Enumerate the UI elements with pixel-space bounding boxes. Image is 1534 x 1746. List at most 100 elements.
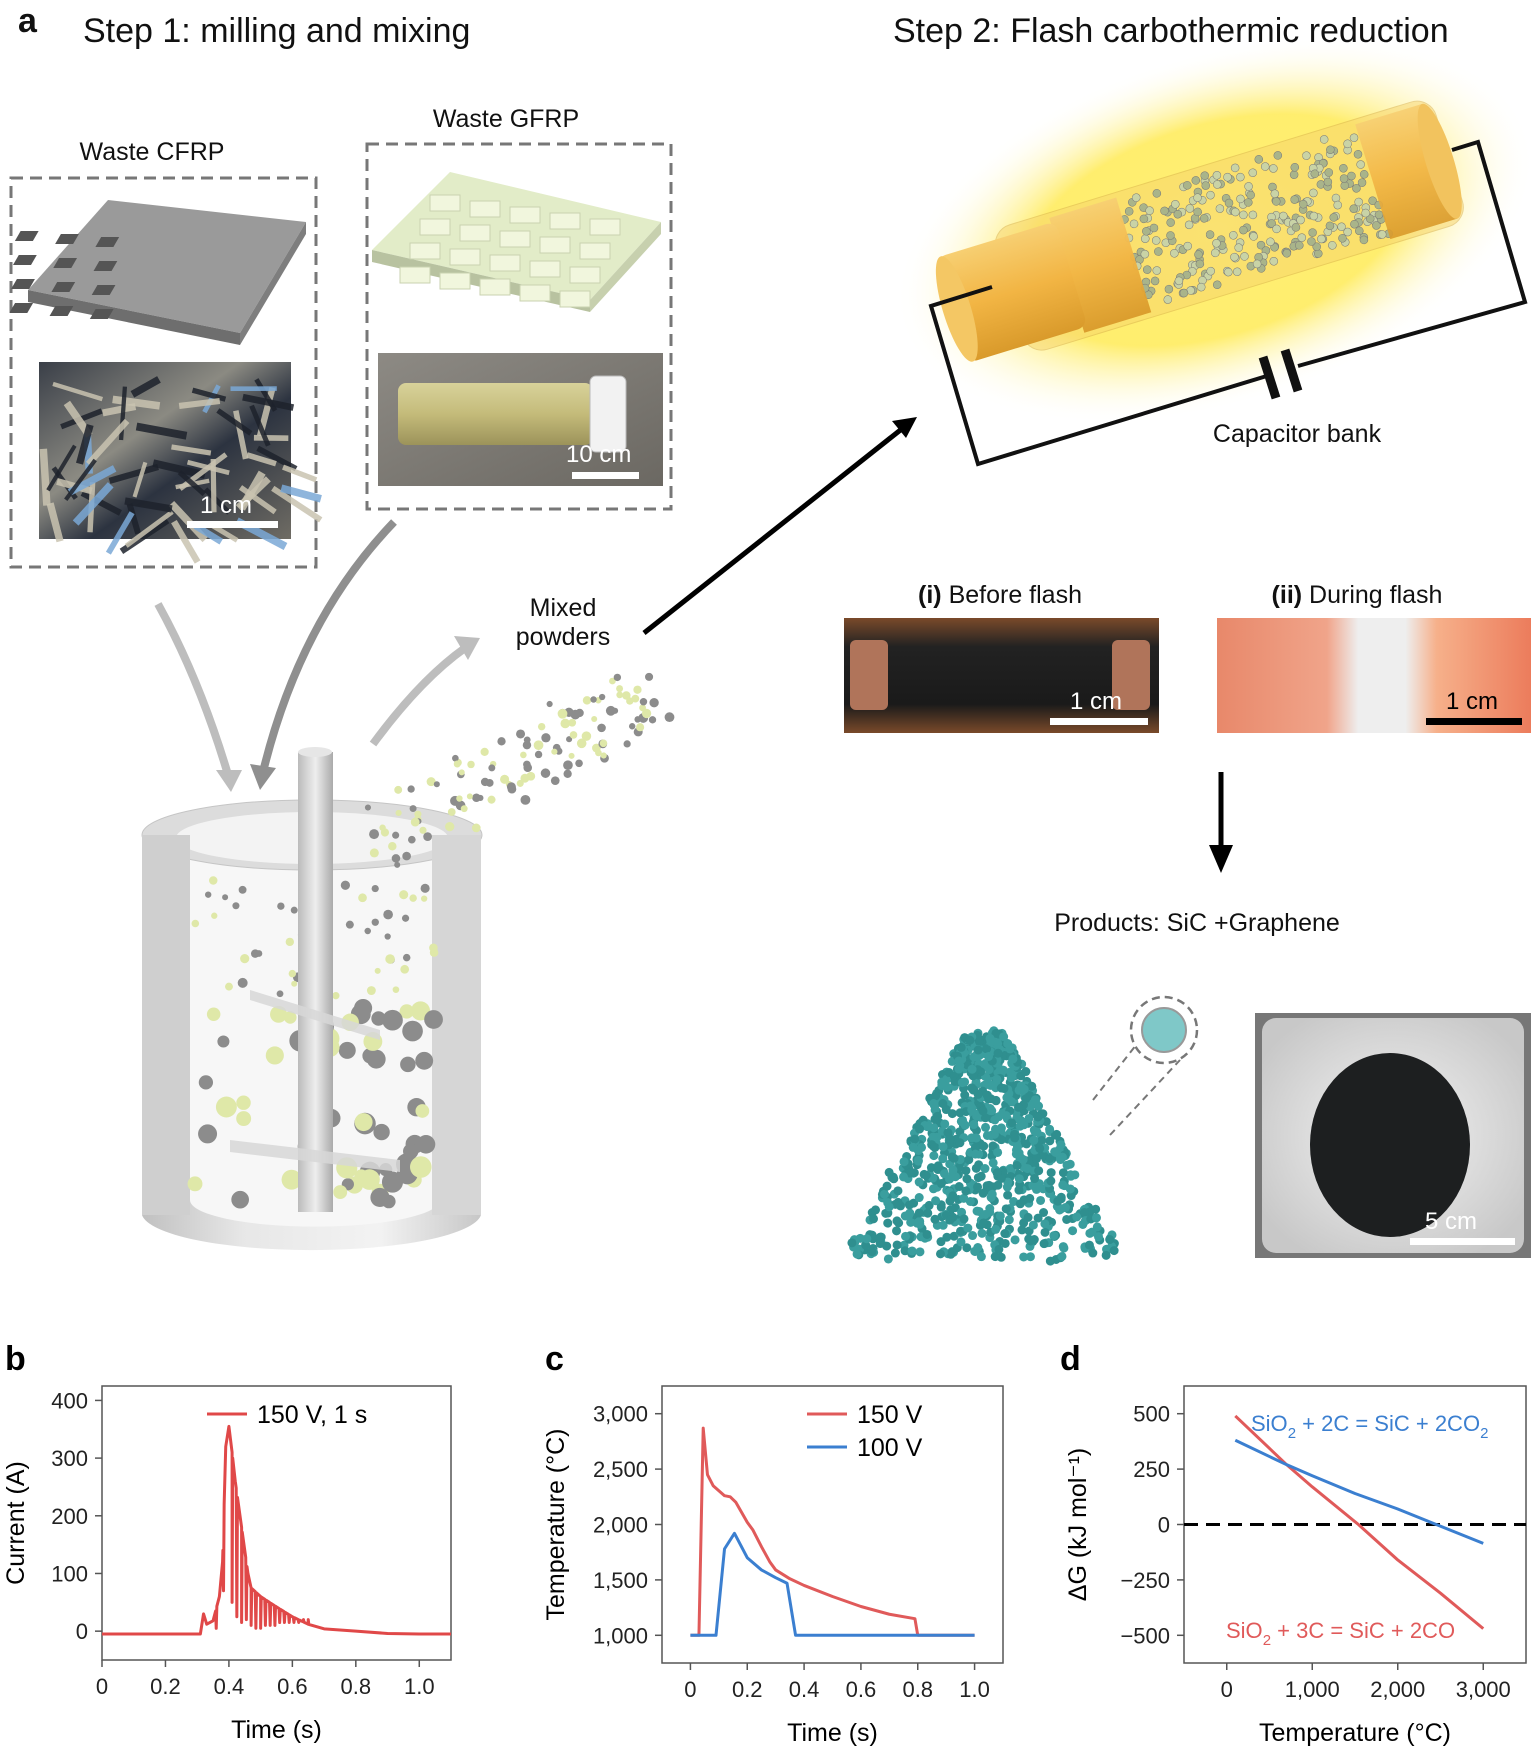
reactor-particle — [1249, 232, 1258, 241]
sic-particle — [996, 1173, 1006, 1183]
sic-particle — [1062, 1214, 1072, 1224]
sic-particle — [1031, 1154, 1041, 1164]
powder-particle — [551, 748, 558, 755]
cfrp-fiber-shards — [39, 376, 323, 564]
sic-particle — [913, 1156, 923, 1166]
sic-particle — [915, 1219, 925, 1229]
during-flash-scale-label: 1 cm — [1446, 688, 1499, 715]
powder-particle — [206, 1007, 221, 1022]
reactor-particle — [1150, 276, 1160, 286]
before-flash-label: (i) Before flash — [918, 581, 1082, 610]
sic-particle — [962, 1243, 972, 1253]
capacitor-plate — [1258, 355, 1281, 400]
weave-tile — [459, 224, 491, 242]
powder-particle — [641, 708, 652, 719]
sic-particle — [1060, 1203, 1070, 1213]
sic-particle — [1045, 1154, 1055, 1164]
product-powder — [1310, 1053, 1470, 1237]
series-line-150-v-1-s — [102, 1424, 451, 1636]
sic-particle — [988, 1141, 998, 1151]
sic-particle — [969, 1085, 979, 1095]
sic-particle — [968, 1071, 978, 1081]
sic-particle — [884, 1167, 894, 1177]
sic-particle — [929, 1099, 939, 1109]
sic-particle — [1092, 1222, 1102, 1232]
x-tick-label: 0.6 — [846, 1677, 877, 1702]
powder-particle — [546, 700, 553, 708]
equation-text: + 2C = SiC + 2CO — [1296, 1411, 1480, 1436]
sic-particle — [1039, 1239, 1049, 1249]
sic-particle — [904, 1210, 914, 1220]
reactor-particle — [1239, 210, 1248, 220]
sic-particle — [929, 1151, 939, 1161]
x-tick-label: 0.8 — [902, 1677, 933, 1702]
reactor-particle — [1273, 151, 1283, 160]
fiber-shard — [72, 482, 114, 526]
sic-particle — [1002, 1093, 1012, 1103]
weave-tile — [11, 279, 35, 289]
sic-particle — [1028, 1220, 1038, 1230]
gfrp-weave-illustration — [372, 172, 661, 312]
sic-particle — [1105, 1235, 1115, 1245]
x-tick-label: 0.2 — [150, 1674, 181, 1699]
powders-to-reactor-arrow — [642, 422, 910, 635]
sic-particle — [862, 1234, 872, 1244]
reactor-particle — [1309, 188, 1318, 198]
sic-graphene-particle-icon — [1141, 1007, 1187, 1053]
subscript: 2 — [1288, 1425, 1296, 1442]
powder-particle — [520, 794, 531, 805]
equation-text: SiO — [1226, 1618, 1263, 1643]
powder-particle — [399, 1004, 414, 1019]
during-flash-number: (ii) — [1271, 581, 1303, 609]
sic-particle — [936, 1179, 946, 1189]
sic-particle — [986, 1037, 996, 1047]
powder-particle — [497, 737, 506, 746]
powder-particle — [622, 691, 631, 700]
series-line-sio2-3c-sic-2co — [1234, 1414, 1485, 1630]
sic-particle — [1000, 1238, 1010, 1248]
sic-particle — [908, 1142, 918, 1152]
panel-letter-b: b — [5, 1340, 26, 1378]
powder-particle — [649, 698, 659, 708]
powder-particle — [568, 718, 577, 727]
powder-particle — [198, 1124, 218, 1144]
powder-particle — [288, 969, 297, 978]
reactor-particle — [1282, 249, 1292, 258]
sic-particle — [1050, 1147, 1060, 1157]
sic-particle — [1001, 1111, 1011, 1121]
sic-particle — [1021, 1067, 1031, 1077]
x-axis-label: Time (s) — [231, 1716, 322, 1744]
sic-particle — [1059, 1243, 1069, 1253]
reactor-particle — [1269, 164, 1278, 173]
reactor-particle — [1196, 282, 1206, 292]
reactor-particle — [1154, 247, 1163, 256]
circuit-wire — [1297, 139, 1528, 368]
reactor-particle — [1151, 236, 1161, 245]
sic-particle — [990, 1252, 1000, 1262]
y-tick-label: 400 — [51, 1388, 88, 1413]
fiber-shard — [282, 464, 318, 483]
reactor-particle — [1240, 252, 1249, 261]
sic-particle — [884, 1202, 894, 1212]
powder-particle — [388, 842, 397, 851]
powder-particle — [401, 914, 410, 922]
fiber-shard — [152, 459, 206, 479]
fiber-shard — [216, 408, 253, 436]
powder-particle — [240, 953, 250, 964]
powder-particle — [364, 804, 372, 811]
sic-particle — [1029, 1135, 1039, 1145]
sic-particle — [890, 1248, 900, 1258]
powder-particle — [215, 1096, 237, 1118]
sic-particle — [1022, 1139, 1032, 1149]
reactor-particle — [1163, 295, 1173, 304]
powder-particle — [187, 1176, 203, 1192]
weave-tile — [14, 231, 39, 241]
y-tick-label: 100 — [51, 1561, 88, 1586]
x-tick-label: 1.0 — [404, 1674, 435, 1699]
reactor-particle — [1139, 214, 1149, 224]
y-tick-label: 2,500 — [593, 1457, 648, 1482]
gfrp-tube-end-cap — [589, 375, 627, 453]
sic-particle — [972, 1111, 982, 1121]
sic-particle — [1057, 1152, 1067, 1162]
